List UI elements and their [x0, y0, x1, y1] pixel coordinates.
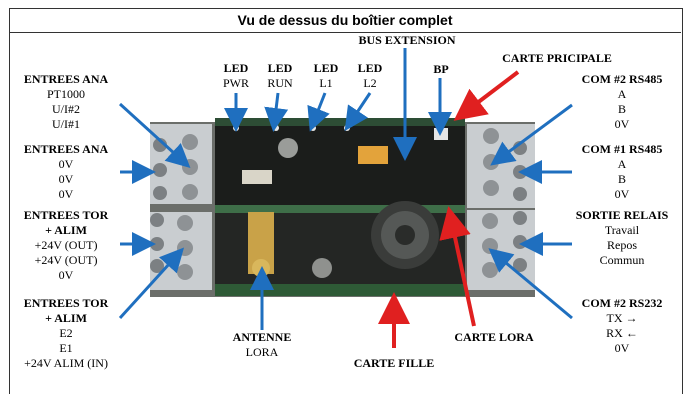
arrow-ana1 — [118, 102, 191, 169]
arrow-carte-lora — [439, 206, 476, 327]
label-carte-fille: CARTE FILLE — [353, 356, 435, 370]
label-led-l2: LED L2 — [357, 61, 383, 90]
label-carte-lora: CARTE LORA — [454, 330, 534, 344]
arrow-carte-principale — [453, 70, 520, 121]
label-led-run: LED RUN — [267, 61, 293, 90]
label-com2-rs232: COM #2 RS232 TX → RX ← 0V — [581, 296, 663, 355]
diagram-title: Vu de dessus du boîtier complet — [9, 8, 681, 33]
label-entrees-ana-2: ENTREES ANA 0V 0V 0V — [23, 142, 109, 201]
arrow-led-l2 — [344, 92, 372, 131]
label-sortie-relais: SORTIE RELAIS Travail Repos Commun — [575, 208, 669, 267]
label-led-l1: LED L1 — [313, 61, 339, 90]
main-board — [215, 118, 465, 208]
label-carte-principale: CARTE PRICIPALE — [502, 51, 612, 65]
label-antenne: ANTENNE LORA — [232, 330, 292, 359]
label-com2-rs485: COM #2 RS485 A B 0V — [581, 72, 663, 131]
label-bus-extension: BUS EXTENSION — [358, 33, 456, 47]
label-bp: BP — [433, 62, 449, 76]
arrow-tor2 — [118, 247, 185, 320]
arrow-com2-rs485 — [490, 103, 573, 166]
arrow-led-run — [264, 92, 289, 132]
label-com1-rs485: COM #1 RS485 A B 0V — [581, 142, 663, 201]
label-entrees-tor-1: ENTREES TOR + ALIM +24V (OUT) +24V (OUT)… — [23, 208, 109, 282]
diagram-frame — [9, 8, 683, 394]
label-led-pwr: LED PWR — [222, 61, 249, 90]
label-entrees-ana-1: ENTREES ANA PT1000 U/I#2 U/I#1 — [23, 72, 109, 131]
label-entrees-tor-2: ENTREES TOR + ALIM E2 E1 +24V ALIM (IN) — [23, 296, 109, 370]
daughter-board-edge — [215, 205, 465, 213]
arrow-led-l1 — [307, 92, 330, 132]
arrow-rs232 — [488, 248, 573, 320]
